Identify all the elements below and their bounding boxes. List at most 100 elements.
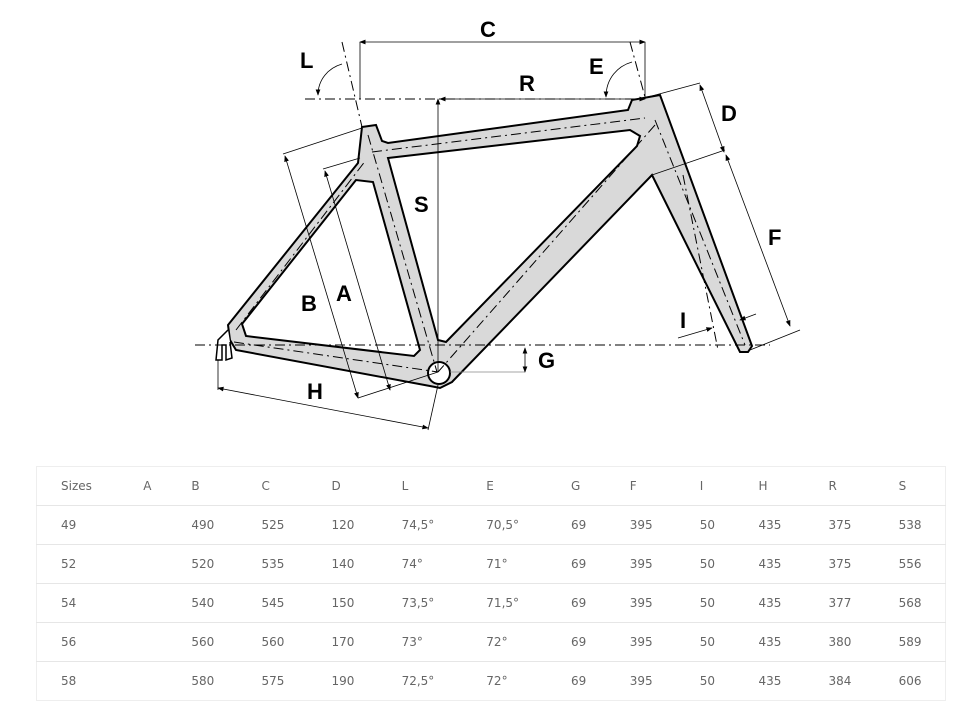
label-D: D <box>721 101 737 126</box>
table-cell: 545 <box>237 583 308 623</box>
column-header: S <box>898 479 907 493</box>
table-cell: 69 <box>547 544 606 584</box>
table-cell: 556 <box>874 544 946 584</box>
table-cell <box>119 505 168 545</box>
column-header: R <box>828 479 837 493</box>
table-cell: 535 <box>237 544 308 584</box>
table-cell: 190 <box>307 661 378 701</box>
table-cell: 606 <box>874 661 946 701</box>
table-cell: 120 <box>307 505 378 545</box>
table-cell <box>119 544 168 584</box>
table-cell: 50 <box>675 544 735 584</box>
table-cell <box>119 622 168 662</box>
table-cell: 73° <box>377 622 463 662</box>
table-cell: 375 <box>804 544 875 584</box>
column-header: A <box>143 479 152 493</box>
table-cell: 69 <box>547 505 606 545</box>
table-cell: 377 <box>804 583 875 623</box>
column-header: H <box>758 479 768 493</box>
table-cell: 69 <box>547 622 606 662</box>
dimension-lines <box>217 39 801 431</box>
table-cell <box>119 583 168 623</box>
bottom-bracket <box>427 361 451 385</box>
table-cell: 395 <box>605 661 676 701</box>
column-header: C <box>261 479 270 493</box>
label-L: L <box>300 48 313 73</box>
table-cell: 490 <box>167 505 238 545</box>
table-cell: 435 <box>734 661 805 701</box>
frame-geometry-diagram: C L E R D S F B A I G H <box>195 17 801 431</box>
column-header: E <box>486 479 494 493</box>
table-cell: 50 <box>675 583 735 623</box>
table-cell: 150 <box>307 583 378 623</box>
table-cell: 395 <box>605 583 676 623</box>
table-cell: 560 <box>167 622 238 662</box>
label-G: G <box>538 348 555 373</box>
table-cell: 525 <box>237 505 308 545</box>
table-cell: 50 <box>675 505 735 545</box>
frame-shape <box>226 93 754 390</box>
label-H: H <box>307 379 323 404</box>
table-cell: 395 <box>605 622 676 662</box>
table-cell: 50 <box>675 622 735 662</box>
table-cell: 575 <box>237 661 308 701</box>
label-E: E <box>589 54 604 79</box>
table-cell: 70,5° <box>462 505 548 545</box>
table-cell: 170 <box>307 622 378 662</box>
table-cell: 72° <box>462 661 548 701</box>
table-cell: 435 <box>734 544 805 584</box>
table-cell: 49 <box>36 505 120 545</box>
table-cell: 384 <box>804 661 875 701</box>
label-B: B <box>301 291 317 316</box>
table-cell: 74,5° <box>377 505 463 545</box>
table-cell: 435 <box>734 505 805 545</box>
table-cell <box>119 661 168 701</box>
table-cell: 395 <box>605 544 676 584</box>
table-cell: 560 <box>237 622 308 662</box>
table-cell: 568 <box>874 583 946 623</box>
table-cell: 54 <box>36 583 120 623</box>
column-header: L <box>401 479 409 493</box>
table-cell: 520 <box>167 544 238 584</box>
column-header: B <box>191 479 200 493</box>
table-cell: 69 <box>547 661 606 701</box>
table-cell: 540 <box>167 583 238 623</box>
table-cell: 71° <box>462 544 548 584</box>
table-cell: 74° <box>377 544 463 584</box>
column-header: Sizes <box>61 479 92 493</box>
label-I: I <box>680 308 686 333</box>
table-cell: 56 <box>36 622 120 662</box>
table-cell: 395 <box>605 505 676 545</box>
label-C: C <box>480 17 496 42</box>
table-cell: 380 <box>804 622 875 662</box>
label-A: A <box>336 281 352 306</box>
column-header: F <box>629 479 637 493</box>
table-cell: 589 <box>874 622 946 662</box>
table-cell: 58 <box>36 661 120 701</box>
table-cell: 580 <box>167 661 238 701</box>
table-cell: 140 <box>307 544 378 584</box>
table-cell: 72° <box>462 622 548 662</box>
table-cell: 375 <box>804 505 875 545</box>
table-cell: 72,5° <box>377 661 463 701</box>
table-header-row: Sizes A B C D L E G F I H R S <box>37 467 946 506</box>
table-cell: 69 <box>547 583 606 623</box>
table-cell: 435 <box>734 622 805 662</box>
column-header: D <box>331 479 341 493</box>
table-cell: 538 <box>874 505 946 545</box>
column-header: I <box>699 479 704 493</box>
table-cell: 71,5° <box>462 583 548 623</box>
table-cell: 50 <box>675 661 735 701</box>
column-header: G <box>571 479 581 493</box>
table-cell: 73,5° <box>377 583 463 623</box>
table-cell: 435 <box>734 583 805 623</box>
label-F: F <box>768 225 781 250</box>
label-S: S <box>414 192 429 217</box>
label-R: R <box>519 71 535 96</box>
table-cell: 52 <box>36 544 120 584</box>
